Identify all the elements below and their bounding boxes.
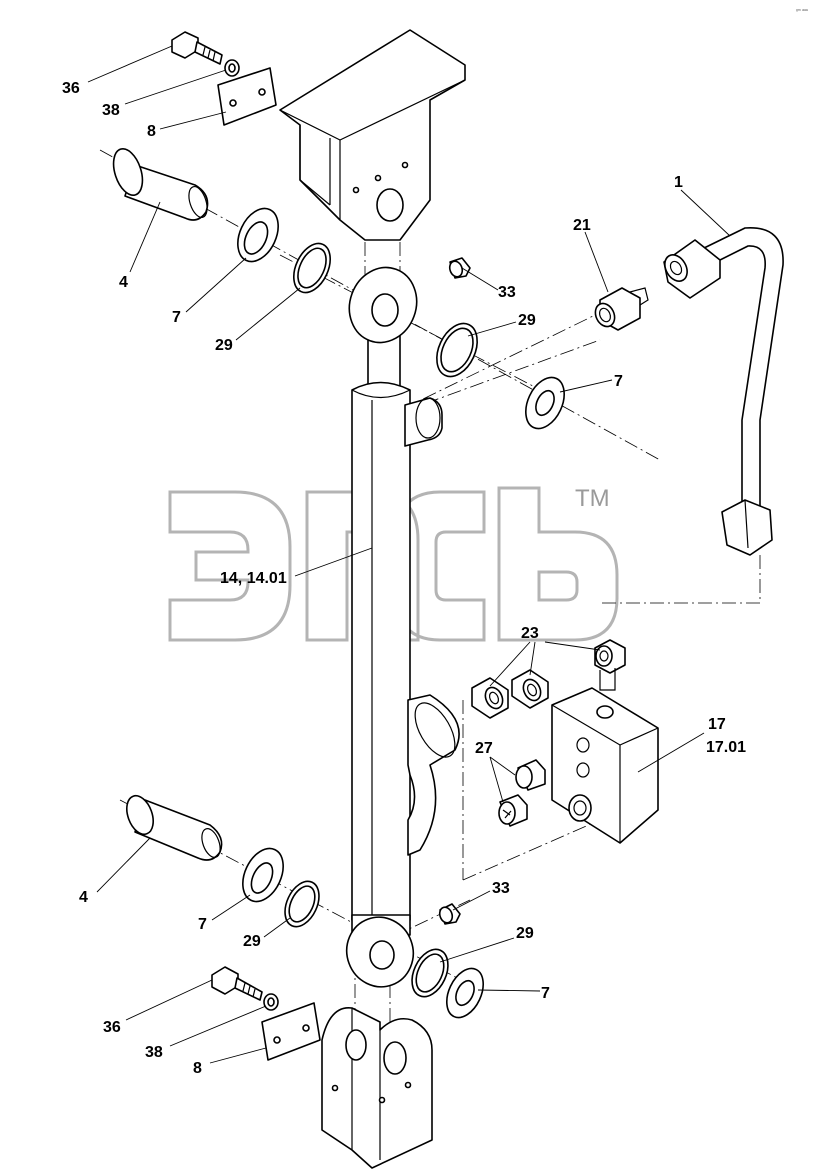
oring-29-top — [293, 242, 331, 294]
callout-1: 1 — [674, 174, 683, 191]
callout-7-bottom-right: 7 — [541, 985, 550, 1002]
callout-38-bottom: 38 — [145, 1044, 163, 1061]
callout-4-top: 4 — [119, 274, 128, 291]
valve-block-17 — [551, 687, 659, 844]
callout-14-14-01: 14, 14.01 — [220, 570, 287, 587]
oring-29-mid — [436, 322, 478, 378]
fitting-23-right — [594, 639, 626, 691]
callout-29-top: 29 — [215, 337, 233, 354]
plate-8-bottom — [261, 1002, 321, 1061]
callout-33-bottom: 33 — [492, 880, 510, 897]
fitting-23-mid — [511, 669, 549, 709]
bolt-36-top — [171, 31, 223, 65]
callout-29-bottom-right: 29 — [516, 925, 534, 942]
washer-38-bottom — [263, 993, 279, 1011]
adapter-21 — [594, 287, 649, 331]
callout-8-top: 8 — [147, 123, 156, 140]
pipe-1 — [663, 227, 784, 556]
callout-7-top: 7 — [172, 309, 181, 326]
watermark-letter-4 — [497, 486, 619, 642]
fitting-33-top — [448, 257, 471, 279]
callout-36-bottom: 36 — [103, 1019, 121, 1036]
seal-7-bottom — [242, 847, 284, 903]
callout-17: 17 — [708, 716, 726, 733]
bottom-clevis-bracket — [321, 1007, 433, 1169]
pin-4-bottom — [126, 794, 223, 861]
callout-27: 27 — [475, 740, 493, 757]
callout-36-top: 36 — [62, 80, 80, 97]
plate-8-top — [217, 67, 277, 126]
leader-lines — [87, 45, 731, 1064]
bolt-36-bottom — [211, 966, 263, 1001]
oring-29-bottom-right — [411, 948, 449, 998]
callout-38-top: 38 — [102, 102, 120, 119]
seal-7-top — [237, 207, 279, 263]
plug-27-top — [515, 759, 546, 791]
callout-29-mid: 29 — [518, 312, 536, 329]
top-clevis-bracket — [279, 29, 466, 241]
callout-7-bottom: 7 — [198, 916, 207, 933]
corner-mark: ᵍᵐ ᵃᵃᵃ — [796, 8, 808, 14]
cylinder-bottom-eye — [345, 914, 415, 988]
watermark-letter-1 — [168, 490, 292, 642]
callout-4-bottom: 4 — [79, 889, 88, 906]
seal-7-bottom-right — [446, 967, 484, 1019]
seal-7-mid — [525, 376, 565, 430]
fitting-33-bottom — [438, 903, 461, 925]
cylinder-barrel — [351, 381, 460, 929]
callout-labels: 36 38 8 4 7 29 33 29 7 21 1 14, 14.01 23… — [62, 80, 746, 1077]
callout-7-mid: 7 — [614, 373, 623, 390]
pin-4-top — [112, 148, 209, 221]
oring-29-bottom — [284, 880, 320, 928]
watermark-trademark: TM — [575, 485, 610, 512]
callout-21: 21 — [573, 217, 591, 234]
washer-38-top — [224, 59, 240, 77]
plug-27-bottom — [498, 794, 528, 827]
callout-29-bottom: 29 — [243, 933, 261, 950]
fitting-23-left — [471, 677, 509, 719]
cylinder-top-eye — [348, 266, 418, 396]
callout-17-01: 17.01 — [706, 739, 746, 756]
callout-23: 23 — [521, 625, 539, 642]
callout-8-bottom: 8 — [193, 1060, 202, 1077]
callout-33-top: 33 — [498, 284, 516, 301]
